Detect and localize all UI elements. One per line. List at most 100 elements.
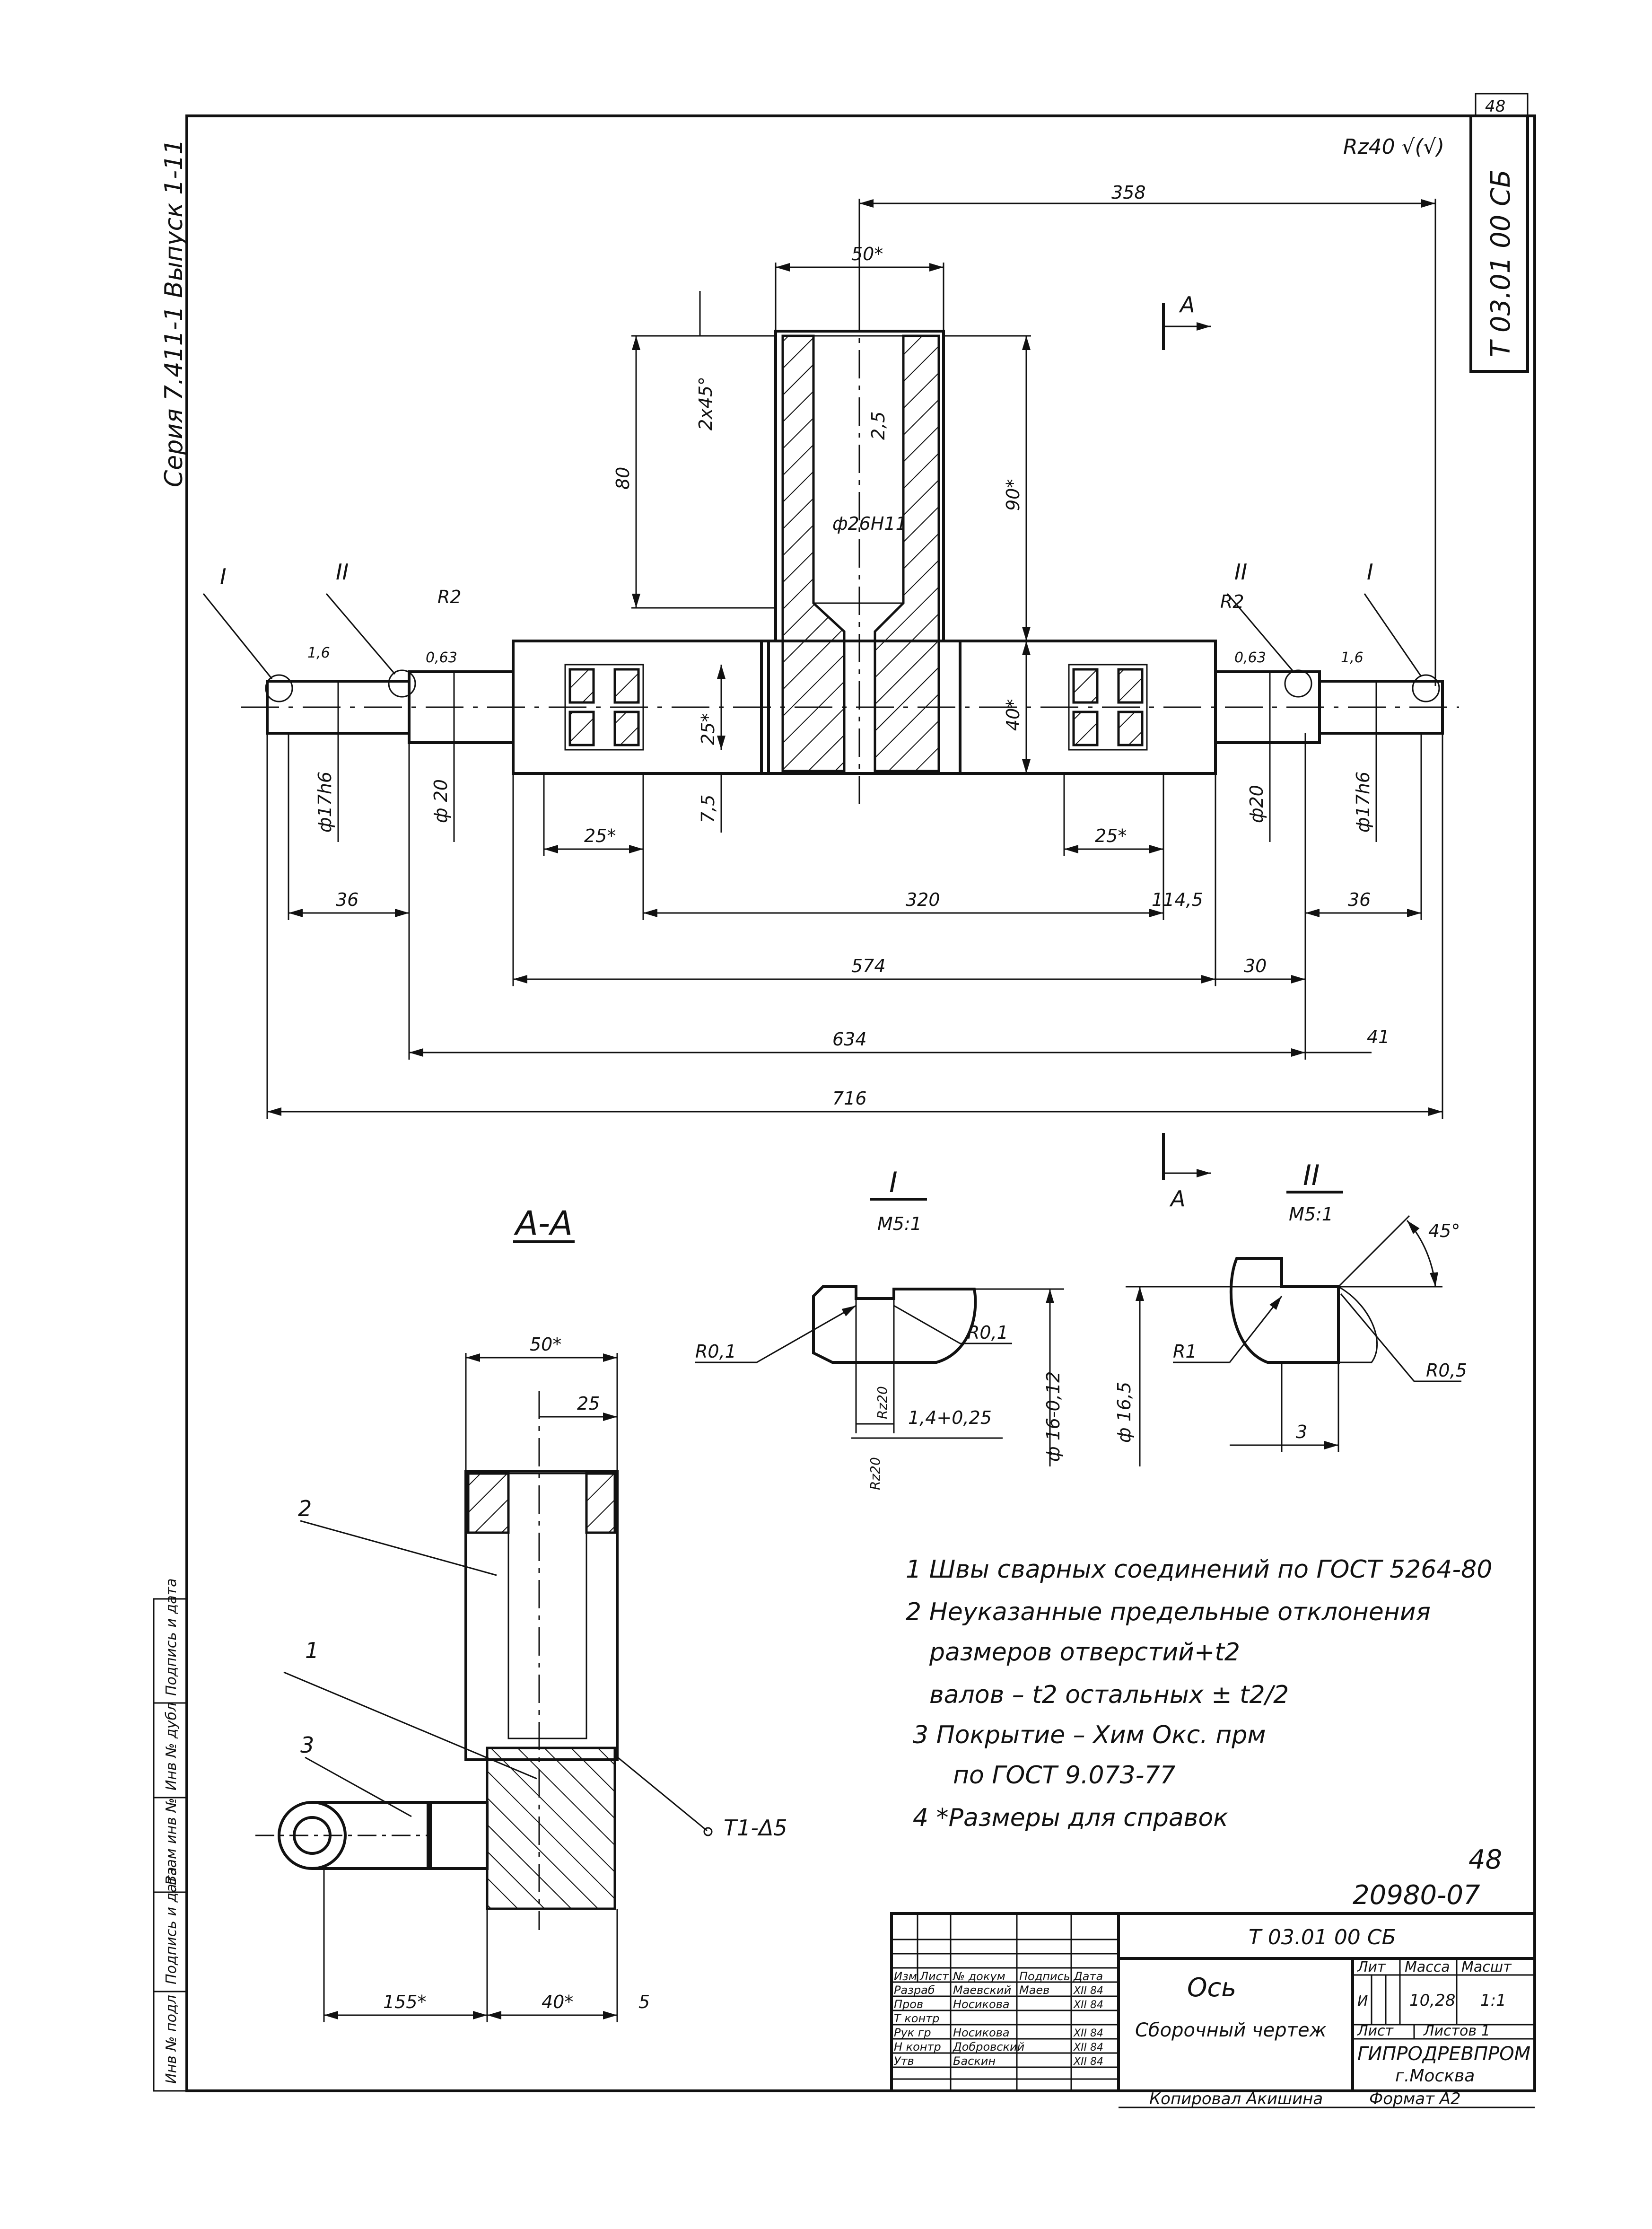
dim-36-right: 36	[1348, 889, 1371, 910]
aa-dim-25: 25	[577, 1393, 600, 1414]
tb-col-sign: Подпись	[1019, 1970, 1070, 1983]
dim-80: 80	[612, 467, 633, 490]
tb-row-date: ХII 84	[1073, 1985, 1103, 1997]
tb-doc-type: Сборочный чертеж	[1135, 2019, 1327, 2041]
dim-36-left: 36	[336, 889, 358, 910]
detail-I-profile	[812, 1285, 977, 1364]
tb-designation: Т 03.01 00 СБ	[1249, 1925, 1396, 1949]
tb-col-doc: № докум	[952, 1970, 1005, 1983]
detail-II-R05: R0,5	[1426, 1360, 1467, 1381]
dim-phi17-left: ф17h6	[315, 772, 335, 833]
sheet-format: Формат А2	[1369, 2089, 1461, 2108]
left-bearing	[564, 664, 644, 751]
tb-row-name: Маевский	[953, 1983, 1011, 1997]
tb-row-date: ХII 84	[1073, 2027, 1103, 2039]
detail-I-marker-left	[265, 674, 293, 702]
tb-name: Ось	[1187, 1973, 1236, 2002]
section-marker-top: А	[1179, 292, 1195, 317]
aa-callout-2: 2	[298, 1496, 312, 1521]
tb-col-date: Дата	[1073, 1970, 1103, 1983]
section-AA-title: А-А	[514, 1204, 573, 1243]
sheet-frame: 48 Т 03.01 00 СБ Rz40 √(√) Серия 7.411-1…	[160, 93, 1536, 2092]
label-II-left: II	[336, 559, 349, 585]
tb-city: г.Москва	[1395, 2066, 1475, 2086]
series-label: Серия 7.411-1 Выпуск 1-11	[160, 139, 188, 487]
tb-sheets-label: Листов 1	[1423, 2023, 1490, 2039]
tb-revision-grid: Изм Лист № докум Подпись Дата Разраб Мае…	[892, 1913, 1119, 2091]
aa-callout-3: 3	[300, 1732, 314, 1758]
tb-row-role: Пров	[894, 1998, 923, 2011]
dim-320: 320	[906, 889, 940, 910]
detail-I-dim-1-4: 1,4+0,25	[908, 1407, 992, 1428]
dim-358: 358	[1111, 182, 1146, 203]
detail-II-scale: М5:1	[1289, 1204, 1333, 1225]
label-II-right: II	[1234, 559, 1247, 585]
detail-II-angle-45: 45°	[1428, 1220, 1460, 1241]
label-I-right: I	[1367, 559, 1373, 585]
dim-90: 90*	[1003, 479, 1023, 511]
page-number-corner: 48	[1485, 97, 1505, 116]
note-1: 1 Швы сварных соединений по ГОСТ 5264-80	[906, 1555, 1492, 1584]
roughness-16-right: 1,6	[1341, 649, 1364, 666]
dim-25-vertical: 25*	[698, 713, 718, 745]
tb-row-role: Разраб	[894, 1983, 935, 1997]
dim-R2-left: R2	[437, 587, 462, 607]
note-4: 4 *Размеры для справок	[913, 1804, 1228, 1832]
roughness-063-right: 0,63	[1234, 649, 1266, 666]
dim-25-right: 25*	[1095, 825, 1127, 846]
note-2: 2 Неуказанные предельные отклонения	[906, 1598, 1431, 1626]
tb-row-date: ХII 84	[1073, 1999, 1103, 2011]
roughness-063-left: 0,63	[426, 649, 457, 666]
tb-row-name: Носикова	[953, 1998, 1010, 2011]
detail-I-R01-left: R0,1	[695, 1341, 736, 1362]
detail-I-Rz20-b: Rz20	[867, 1457, 883, 1490]
detail-I-R01-right: R0,1	[967, 1322, 1008, 1343]
section-A-A: А-А 50* 25 2 1 3 Т1-Δ5 155* 40* 5	[255, 1204, 787, 2022]
tb-mass: 10,28	[1409, 1991, 1455, 2010]
detail-II-dim-16-5: ф 16,5	[1114, 1382, 1135, 1443]
strip-sign-date-1: Подпись и дата	[163, 1867, 180, 1985]
dim-30: 30	[1244, 956, 1267, 976]
dim-114-5: 114,5	[1152, 889, 1203, 910]
detail-I: I М5:1 ф 16-0,12 R0,1 R0,1 Rz20 1,4+0,25…	[695, 1166, 1064, 1490]
dim-R2-right: R2	[1220, 591, 1244, 612]
dim-25-left: 25*	[584, 825, 616, 846]
dim-634: 634	[832, 1029, 867, 1050]
right-bearing	[1068, 664, 1148, 751]
technical-notes: 1 Швы сварных соединений по ГОСТ 5264-80…	[906, 1555, 1502, 1911]
tb-row-date: ХII 84	[1073, 2056, 1103, 2068]
section-marker-bottom: А	[1169, 1186, 1185, 1211]
aa-dim-5: 5	[638, 1992, 650, 2012]
main-view: I II II I А А 358 50* 80 90* 2х45° 2,5 ф…	[202, 182, 1459, 1211]
note-3-gost: по ГОСТ 9.073-77	[953, 1761, 1176, 1790]
detail-II-marker-left	[388, 669, 416, 698]
roughness-general: Rz40 √(√)	[1343, 135, 1444, 159]
aa-weld-symbol: Т1-Δ5	[724, 1815, 787, 1841]
tb-row-role: Т контр	[894, 2012, 939, 2025]
detail-I-marker-right	[1412, 674, 1440, 702]
detail-II-title: II	[1303, 1159, 1320, 1192]
dim-7-5: 7,5	[698, 795, 718, 823]
tb-row-role: Н контр	[894, 2040, 941, 2053]
tb-row-name: Баскин	[953, 2054, 996, 2068]
dim-phi26: ф26Н11	[832, 513, 907, 534]
detail-I-Rz20-a: Rz20	[874, 1386, 890, 1419]
dim-2x45: 2х45°	[695, 377, 716, 430]
title-block: Т 03.01 00 СБ Ось Сборочный чертеж Лит М…	[890, 1912, 1536, 2108]
tb-scale: 1:1	[1480, 1991, 1506, 2010]
archive-number: 20980-07	[1353, 1880, 1480, 1911]
detail-I-dim-16: ф 16-0,12	[1043, 1371, 1064, 1462]
tb-sheet-label: Лист	[1357, 2023, 1394, 2039]
dim-phi20-right: ф20	[1246, 785, 1267, 823]
aa-dim-155: 155*	[383, 1992, 427, 2012]
dim-40: 40*	[1003, 699, 1023, 731]
left-bearing-housing	[512, 640, 770, 775]
right-journal	[1318, 680, 1444, 735]
dim-phi17-right: ф17h6	[1353, 772, 1373, 833]
left-strip-table: Инв № подл Подпись и дата Взам инв № Инв…	[153, 1579, 188, 2092]
tb-row-role: Рук гр	[894, 2026, 931, 2039]
dim-phi20-left: ф 20	[430, 779, 451, 823]
tb-lit-label: Лит	[1357, 1959, 1386, 1975]
note-3: 3 Покрытие – Хим Окс. прм	[913, 1721, 1266, 1749]
